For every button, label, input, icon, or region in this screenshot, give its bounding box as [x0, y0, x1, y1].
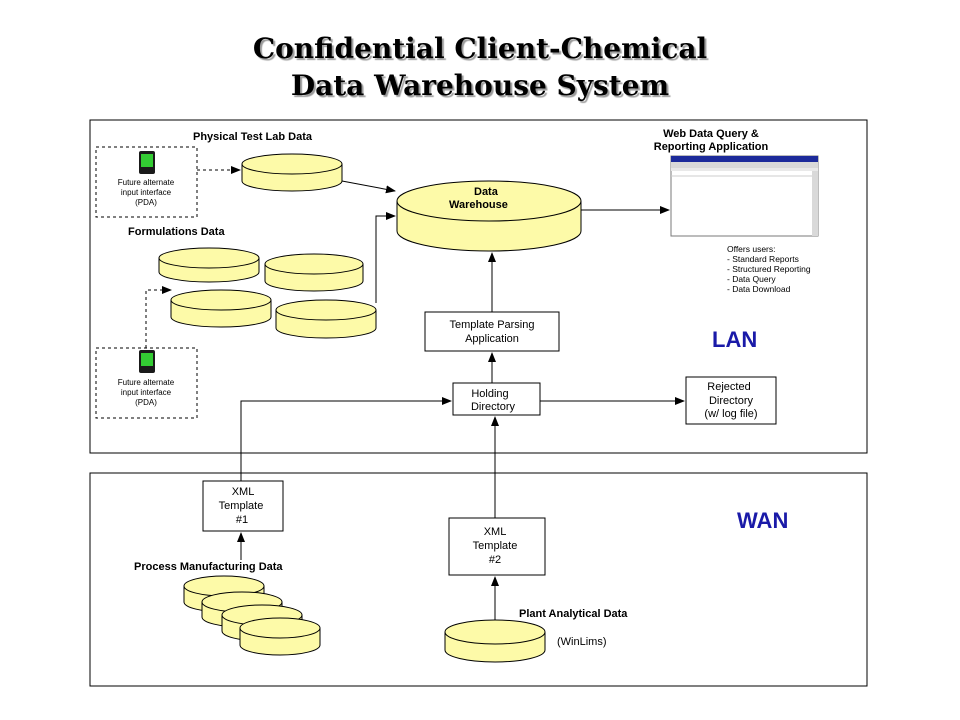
physical-test-lab-cylinder	[241, 153, 343, 192]
formulations-cylinder-1	[158, 247, 260, 283]
pda-top-icon	[139, 151, 155, 174]
template-parsing-line-1: Template Parsing	[450, 319, 535, 331]
formulations-cylinder-4	[275, 299, 377, 339]
offers-item-1: - Standard Reports	[727, 254, 799, 264]
data-warehouse-cylinder	[396, 180, 582, 252]
rejected-directory-line-2: Directory	[709, 395, 754, 407]
web-app-window	[670, 155, 819, 237]
title-line-1: Confidential Client-Chemical	[252, 32, 708, 65]
formulations-label: Formulations Data	[128, 226, 225, 238]
title-line-2: Data Warehouse System	[290, 69, 670, 102]
formulations-to-warehouse-arrow	[375, 212, 396, 303]
wan-label: WAN	[737, 508, 788, 533]
lan-label: LAN	[712, 327, 757, 352]
holding-directory-line-1: Holding	[471, 388, 508, 400]
pda-top-line-3: (PDA)	[135, 198, 157, 207]
pda-bottom-line-3: (PDA)	[135, 398, 157, 407]
winlims-label: (WinLims)	[557, 636, 607, 648]
rejected-directory-line-1: Rejected	[707, 381, 750, 393]
physical-test-lab-label: Physical Test Lab Data	[193, 131, 313, 143]
rejected-directory-line-3: (w/ log file)	[704, 408, 757, 420]
rejected-directory-box	[685, 376, 777, 425]
pda-bottom-icon	[139, 350, 155, 373]
offers-item-4: - Data Download	[727, 284, 791, 294]
formulations-cylinder-3	[170, 289, 272, 328]
template-parsing-box	[424, 311, 560, 352]
web-app-line-2: Reporting Application	[654, 141, 769, 153]
xml-template-1-line-3: #1	[236, 514, 248, 526]
offers-item-3: - Data Query	[727, 274, 776, 284]
formulations-cylinder-2	[264, 253, 364, 292]
pda-bottom-arrow	[145, 286, 172, 348]
xml-template-2-line-2: Template	[473, 540, 518, 552]
template-parsing-line-2: Application	[465, 333, 519, 345]
web-app-line-1: Web Data Query &	[663, 128, 759, 140]
process-cylinder-4	[239, 617, 321, 656]
pda-bottom-line-1: Future alternate	[118, 378, 175, 387]
xml-template-1-line-2: Template	[219, 500, 264, 512]
data-warehouse-line-1: Data	[474, 186, 499, 198]
pda-bottom-line-2: input interface	[121, 388, 172, 397]
xml-template-2-line-1: XML	[484, 526, 507, 538]
lab-to-warehouse-arrow	[341, 180, 396, 194]
pda-top-line-2: input interface	[121, 188, 172, 197]
xml-template-2-box	[448, 517, 546, 576]
xml-template-2-line-3: #2	[489, 554, 501, 566]
slide-title: Confidential Client-Chemical Data Wareho…	[0, 30, 960, 104]
offers-heading: Offers users:	[727, 244, 776, 254]
pda-top-box	[95, 146, 198, 218]
plant-analytical-label: Plant Analytical Data	[519, 608, 628, 620]
pda-top-line-1: Future alternate	[118, 178, 175, 187]
plant-analytical-cylinder	[444, 619, 546, 663]
holding-directory-box	[452, 382, 541, 416]
xml-template-1-box	[202, 480, 284, 532]
xml1-to-holding-arrow	[240, 397, 452, 481]
data-warehouse-line-2: Warehouse	[449, 199, 508, 211]
holding-directory-line-2: Directory	[471, 401, 516, 413]
process-manufacturing-label: Process Manufacturing Data	[134, 561, 283, 573]
xml-template-1-line-1: XML	[232, 486, 255, 498]
offers-item-2: - Structured Reporting	[727, 264, 811, 274]
